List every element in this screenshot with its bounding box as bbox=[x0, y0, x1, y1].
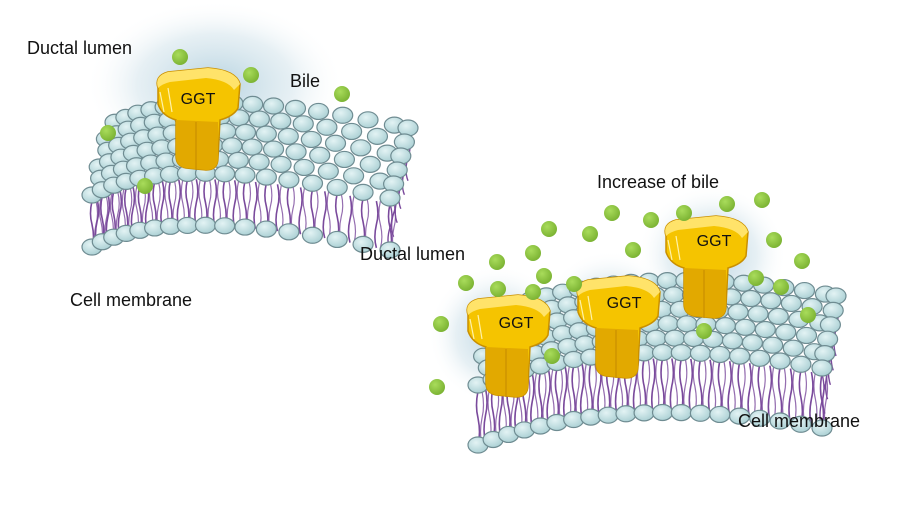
bile-molecule-icon bbox=[794, 253, 810, 269]
bile-molecule-icon bbox=[582, 226, 598, 242]
ggt-label: GGT bbox=[499, 315, 534, 332]
bile-molecule-icon bbox=[334, 86, 350, 102]
bile-molecule-icon bbox=[100, 125, 116, 141]
bile-molecule-icon bbox=[525, 245, 541, 261]
bile-molecule-icon bbox=[490, 281, 506, 297]
ggt-label: GGT bbox=[181, 91, 216, 108]
ggt-enzyme-icon: GGT bbox=[156, 67, 241, 171]
bile-molecule-icon bbox=[243, 67, 259, 83]
increase-of-bile-label: Increase of bile bbox=[597, 172, 720, 192]
bile-molecule-icon bbox=[773, 279, 789, 295]
bile-molecule-icon bbox=[604, 205, 620, 221]
bile-molecule-icon bbox=[643, 212, 659, 228]
cell-membrane-label: Cell membrane bbox=[70, 290, 193, 310]
bile-molecule-icon bbox=[489, 254, 505, 270]
ggt-label: GGT bbox=[697, 233, 732, 250]
lower-leaflet bbox=[467, 403, 833, 454]
bile-molecule-icon bbox=[748, 270, 764, 286]
bile-molecule-icon bbox=[625, 242, 641, 258]
bile-molecule-icon bbox=[566, 276, 582, 292]
bile-molecule-icon bbox=[429, 379, 445, 395]
ggt-label: GGT bbox=[607, 295, 642, 312]
lipid-bilayer-icon bbox=[81, 94, 419, 259]
lipid-tails bbox=[475, 301, 839, 446]
ductal-lumen-label: Ductal lumen bbox=[360, 244, 466, 264]
bile-molecule-icon bbox=[676, 205, 692, 221]
bile-molecule-icon bbox=[719, 196, 735, 212]
bile-molecule-icon bbox=[458, 275, 474, 291]
ggt-enzyme-icon: GGT bbox=[664, 215, 749, 319]
bile-molecule-icon bbox=[172, 49, 188, 65]
bile-molecule-icon bbox=[800, 307, 816, 323]
bile-molecule-icon bbox=[536, 268, 552, 284]
lower-leaflet bbox=[81, 216, 401, 259]
bile-molecule-icon bbox=[541, 221, 557, 237]
ggt-enzyme-icon: GGT bbox=[466, 294, 551, 398]
bile-label: Bile bbox=[290, 71, 321, 91]
bile-molecule-icon bbox=[754, 192, 770, 208]
bile-molecule-icon bbox=[525, 284, 541, 300]
bile-molecule-icon bbox=[433, 316, 449, 332]
ggt-enzyme-icon: GGT bbox=[576, 275, 661, 379]
bile-molecule-icon bbox=[766, 232, 782, 248]
ductal-lumen-label: Ductal lumen bbox=[27, 38, 133, 58]
bile-molecule-icon bbox=[696, 323, 712, 339]
bile-molecule-icon bbox=[544, 348, 560, 364]
cell-membrane-label: Cell membrane bbox=[738, 411, 861, 431]
bile-molecule-icon bbox=[137, 178, 153, 194]
bile-molecules bbox=[100, 49, 816, 395]
